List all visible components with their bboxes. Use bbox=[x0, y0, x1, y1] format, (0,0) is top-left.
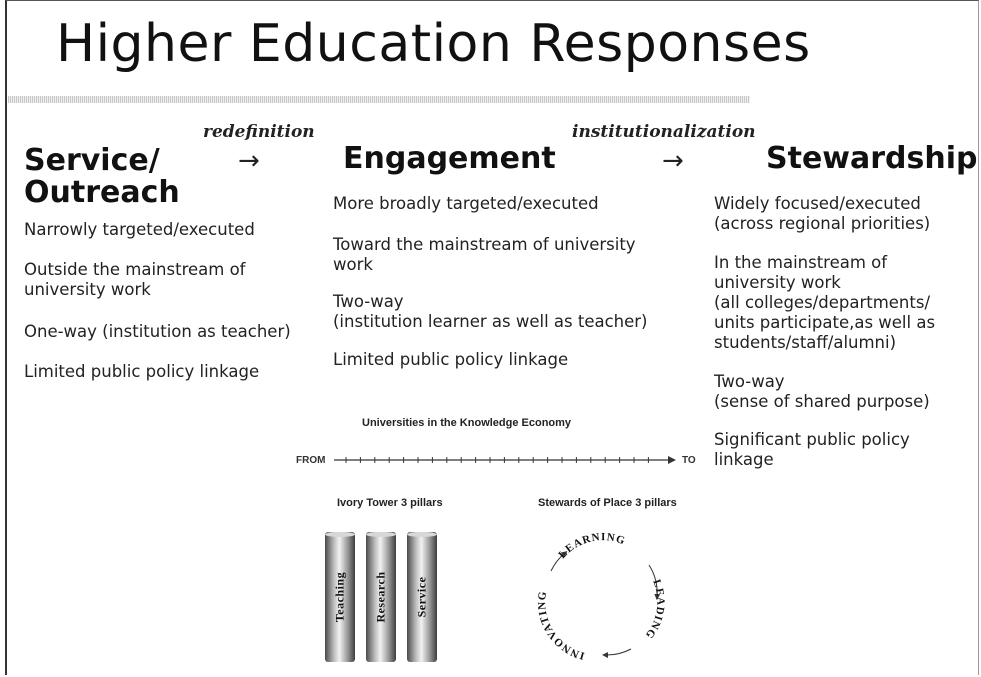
cycle-label-innovating: INNOVATING bbox=[536, 590, 585, 662]
pillar-research: Research bbox=[366, 532, 396, 662]
cycle-arrow bbox=[648, 564, 661, 600]
axis-from-label: FROM bbox=[296, 455, 326, 466]
list-item: Significant public policy linkage bbox=[714, 430, 910, 469]
service-outreach-list: Narrowly targeted/executed Outside the m… bbox=[24, 220, 324, 382]
pillar-label: Research bbox=[373, 571, 388, 623]
stewards-of-place-label: Stewards of Place 3 pillars bbox=[538, 497, 677, 509]
list-item: Two-way (sense of shared purpose) bbox=[714, 372, 930, 411]
list-item: In the mainstream of university work (al… bbox=[714, 253, 936, 352]
svg-text:LEARNING: LEARNING bbox=[556, 531, 627, 561]
cycle-label-learning: LEARNING bbox=[556, 531, 626, 561]
column-heading-engagement: Engagement bbox=[343, 141, 556, 176]
right-arrow-icon: → bbox=[238, 146, 260, 176]
list-item: Widely focused/executed (across regional… bbox=[714, 194, 931, 233]
cycle-arrow bbox=[602, 648, 632, 659]
list-item: Two-way (institution learner as well as … bbox=[333, 292, 648, 331]
list-item: Toward the mainstream of university work bbox=[333, 235, 636, 274]
slide-frame bbox=[5, 0, 979, 675]
list-item: One-way (institution as teacher) bbox=[24, 322, 291, 341]
column-heading-service-outreach: Service/ Outreach bbox=[24, 143, 180, 210]
pillar-teaching: Teaching bbox=[325, 532, 355, 662]
title-divider bbox=[8, 96, 750, 103]
column-heading-stewardship: Stewardship bbox=[766, 141, 978, 176]
right-arrow-icon: → bbox=[662, 146, 684, 176]
list-item: Narrowly targeted/executed bbox=[24, 220, 255, 239]
svg-text:LEADING: LEADING bbox=[642, 578, 666, 641]
from-to-axis bbox=[334, 456, 676, 464]
list-item: Outside the mainstream of university wor… bbox=[24, 260, 246, 299]
pillar-label: Teaching bbox=[332, 571, 347, 623]
transition-label-redefinition: redefinition bbox=[203, 122, 315, 142]
list-item: Limited public policy linkage bbox=[24, 362, 260, 381]
svg-text:INNOVATING: INNOVATING bbox=[536, 590, 586, 662]
pillar-label: Service bbox=[414, 576, 429, 618]
pillar-service: Service bbox=[407, 532, 437, 662]
cycle-label-leading: LEADING bbox=[642, 578, 665, 641]
transition-label-institutionalization: institutionalization bbox=[572, 122, 756, 142]
list-item: More broadly targeted/executed bbox=[333, 194, 599, 213]
slide-title: Higher Education Responses bbox=[56, 14, 811, 74]
axis-to-label: TO bbox=[682, 455, 696, 466]
engagement-list: More broadly targeted/executed Toward th… bbox=[333, 194, 703, 370]
inset-title: Universities in the Knowledge Economy bbox=[362, 417, 572, 429]
stewardship-list: Widely focused/executed (across regional… bbox=[714, 194, 974, 470]
list-item: Limited public policy linkage bbox=[333, 350, 569, 369]
cycle-arrow bbox=[550, 551, 568, 572]
ivory-tower-label: Ivory Tower 3 pillars bbox=[337, 497, 443, 509]
learning-cycle-diagram: LEARNING LEADING INNOVATING bbox=[536, 531, 666, 662]
